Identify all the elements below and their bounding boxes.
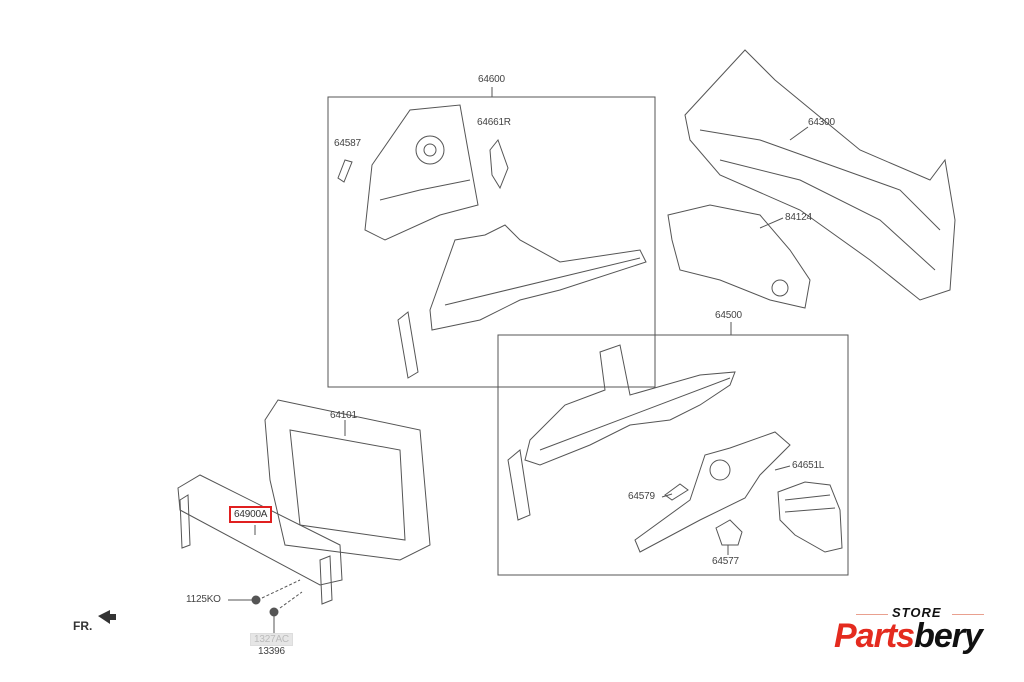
label-64651L[interactable]: 64651L xyxy=(792,460,825,471)
part-sketch-64577 xyxy=(715,519,743,546)
label-64577[interactable]: 64577 xyxy=(712,556,739,567)
label-64600[interactable]: 64600 xyxy=(478,74,505,85)
bolt-1125KO xyxy=(228,579,301,605)
front-arrow-icon xyxy=(98,610,116,624)
part-sketch-64101 xyxy=(264,399,431,561)
nut-1327AC xyxy=(269,591,303,633)
part-sketch-front-lower-member xyxy=(634,431,791,553)
label-1125KO[interactable]: 1125KO xyxy=(186,594,221,605)
part-sketch-front-side-member xyxy=(507,344,736,521)
part-sketch-64900A xyxy=(177,474,343,605)
front-direction-label: FR. xyxy=(73,619,93,633)
group-box-64600 xyxy=(327,96,656,388)
part-sketch-64661R xyxy=(489,138,509,190)
logo-rule xyxy=(856,614,888,615)
logo-brand-black: bery xyxy=(914,617,983,655)
label-64101[interactable]: 64101 xyxy=(330,410,357,421)
label-1327AC[interactable]: 1327AC xyxy=(250,633,293,646)
part-sketch-wheelhouse xyxy=(364,104,479,241)
part-sketch-64651L xyxy=(777,481,843,553)
partsbery-logo: STORE Partsbery xyxy=(834,605,1004,665)
label-13396[interactable]: 13396 xyxy=(258,646,285,657)
label-64661R[interactable]: 64661R xyxy=(477,117,511,128)
logo-store-text: STORE xyxy=(892,605,942,620)
label-64579[interactable]: 64579 xyxy=(628,491,655,502)
part-sketch-64300 xyxy=(684,49,956,301)
label-64300[interactable]: 64300 xyxy=(808,117,835,128)
group-box-64500 xyxy=(497,334,849,576)
part-sketch-side-member xyxy=(397,224,647,379)
logo-brand-red: Parts xyxy=(834,617,915,655)
label-84124[interactable]: 84124 xyxy=(785,212,812,223)
label-64587[interactable]: 64587 xyxy=(334,138,361,149)
part-sketch-84124 xyxy=(667,204,811,309)
logo-brand: Partsbery xyxy=(834,617,983,656)
label-64500[interactable]: 64500 xyxy=(715,310,742,321)
label-64900A-highlighted[interactable]: 64900A xyxy=(229,506,273,523)
part-sketch-64579 xyxy=(664,483,689,501)
part-sketch-64587 xyxy=(337,159,353,183)
logo-rule xyxy=(952,614,984,615)
